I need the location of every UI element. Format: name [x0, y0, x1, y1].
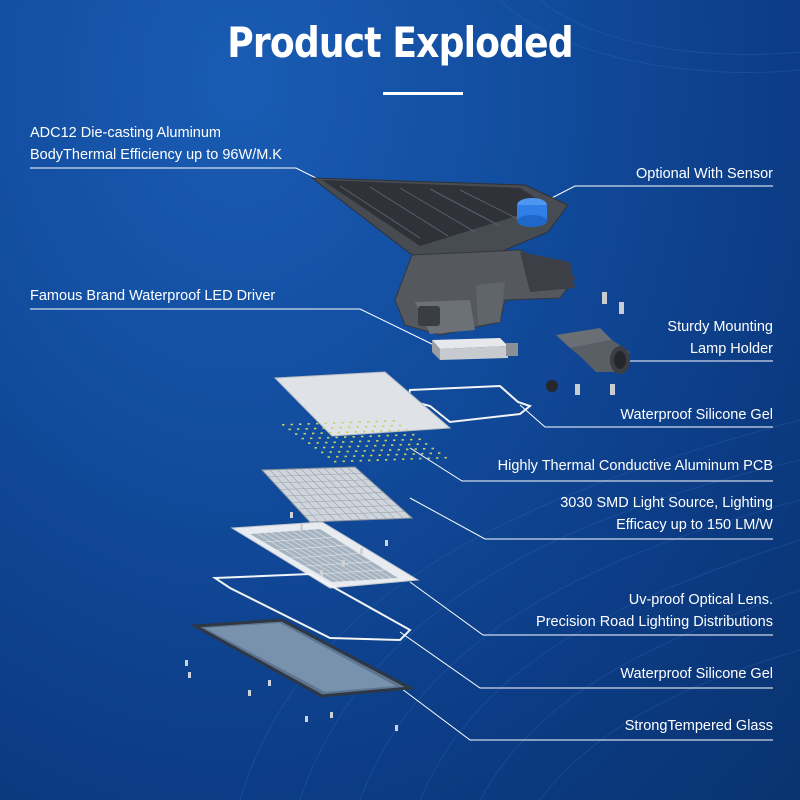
label-sensor: Optional With Sensor: [636, 163, 773, 185]
lens-part: [230, 521, 420, 589]
label-mount: Sturdy Mounting Lamp Holder: [667, 316, 773, 360]
label-housing-line-1: ADC12 Die-casting Aluminum: [30, 125, 221, 141]
label-mount-line-1: Sturdy Mounting: [667, 319, 773, 335]
label-sensor-line-1: Optional With Sensor: [635, 166, 773, 182]
label-smd-line-1: 3030 SMD Light Source, Lighting: [560, 495, 773, 511]
label-driver-line-1: Famous Brand Waterproof LED Driver: [30, 288, 276, 304]
sensor-part: [517, 198, 547, 227]
leader-lines: [30, 167, 773, 741]
label-mount-line-2: Lamp Holder: [689, 341, 773, 357]
label-gel-bottom-line-1: Waterproof Silicone Gel: [620, 666, 773, 682]
label-glass-line-1: StrongTempered Glass: [624, 718, 773, 734]
background-swirls: [239, 0, 800, 800]
mount-part: [556, 328, 630, 374]
label-driver: Famous Brand Waterproof LED Driver: [30, 285, 275, 307]
page-title: Product Exploded: [227, 18, 573, 67]
glass-screws: [185, 512, 398, 731]
title-underline: [383, 92, 463, 95]
leader-sensor: [539, 185, 773, 205]
label-gel-top: Waterproof Silicone Gel: [620, 404, 773, 426]
smd-part: [260, 466, 414, 523]
leader-gel-top: [519, 404, 773, 428]
label-glass: StrongTempered Glass: [625, 715, 773, 737]
leader-driver: [30, 308, 437, 347]
label-lens-line-1: Uv-proof Optical Lens.: [628, 592, 773, 608]
pcb-part: [273, 371, 452, 437]
mount-screws: [546, 292, 624, 395]
label-lens: Uv-proof Optical Lens. Precision Road Li…: [536, 589, 773, 633]
label-lens-line-2: Precision Road Lighting Distributions: [536, 614, 773, 630]
glass-part: [189, 618, 416, 698]
label-smd-line-2: Efficacy up to 150 LM/W: [616, 517, 773, 533]
leader-pcb: [409, 447, 773, 482]
label-pcb: Highly Thermal Conductive Aluminum PCB: [498, 455, 773, 477]
gel-bottom-ring: [211, 572, 412, 642]
leader-glass: [389, 679, 773, 741]
label-gel-top-line-1: Waterproof Silicone Gel: [620, 407, 773, 423]
label-housing-line-2: BodyThermal Efficiency up to 96W/M.K: [30, 147, 282, 163]
label-gel-bottom: Waterproof Silicone Gel: [620, 663, 773, 685]
leader-lens: [409, 581, 773, 636]
label-pcb-line-1: Highly Thermal Conductive Aluminum PCB: [497, 458, 773, 474]
label-smd: 3030 SMD Light Source, Lighting Efficacy…: [560, 492, 773, 536]
driver-part: [432, 338, 518, 360]
housing-part: [310, 177, 576, 336]
led-chips: [282, 420, 447, 463]
label-housing: ADC12 Die-casting Aluminum BodyThermal E…: [30, 122, 282, 166]
leader-housing: [30, 167, 331, 186]
leader-smd: [409, 497, 773, 540]
leader-gel-bottom: [399, 631, 773, 689]
